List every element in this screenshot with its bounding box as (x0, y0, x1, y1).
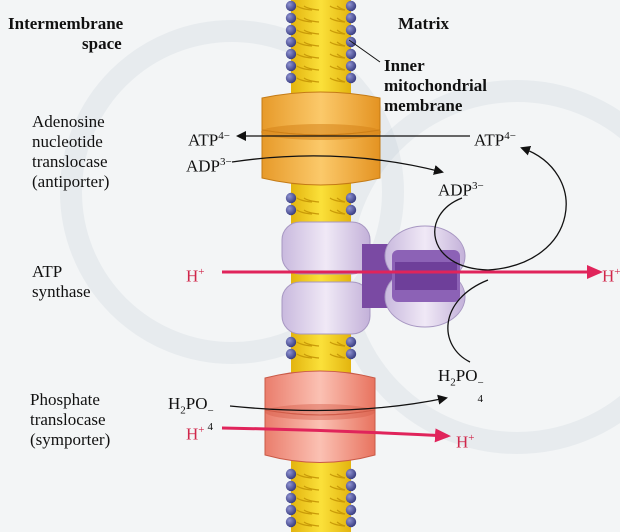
lipid-head (346, 49, 356, 59)
ant-label: Adenosine nucleotide translocase (antipo… (32, 112, 109, 192)
lipid-head (286, 73, 296, 83)
lipid-head (346, 61, 356, 71)
lipid-head (346, 517, 356, 527)
lipid-head (286, 493, 296, 503)
adp-matrix-label: ADP3− (438, 176, 484, 201)
lipid-head (286, 25, 296, 35)
lipid-head (286, 37, 296, 47)
proton-symport-intermembrane-label: H+ (186, 420, 205, 445)
lipid-head (286, 349, 296, 359)
phosphate-intermembrane-label: H2PO−4 (168, 394, 218, 420)
synthase-to-atp-arc (488, 148, 566, 270)
lipid-head (346, 193, 356, 203)
phosphate-translocase (265, 371, 375, 463)
lipid-head (346, 25, 356, 35)
lipid-head (346, 13, 356, 23)
lipid-head (346, 205, 356, 215)
lipid-head (346, 469, 356, 479)
lipid-head (346, 481, 356, 491)
lipid-head (286, 517, 296, 527)
lipid-head (286, 481, 296, 491)
lipid-head (346, 73, 356, 83)
lipid-head (286, 1, 296, 11)
proton-symport-matrix-label: H+ (456, 428, 475, 453)
lipid-head (286, 61, 296, 71)
atp-intermembrane-label: ATP4− (188, 126, 230, 151)
phosphate-matrix-label: H2PO−4 (438, 366, 488, 392)
proton-intermembrane-label: H+ (186, 262, 205, 287)
lipid-head (286, 193, 296, 203)
phosphate-translocase-label: Phosphate translocase (symporter) (30, 390, 110, 450)
adp-intermembrane-label: ADP3− (186, 152, 232, 177)
lipid-head (286, 13, 296, 23)
lipid-head (286, 337, 296, 347)
lipid-head (286, 505, 296, 515)
proton-matrix-label: H+ (602, 262, 620, 287)
matrix-label: Matrix (398, 14, 449, 34)
intermembrane-space-label: Intermembrane space (8, 14, 123, 54)
atp-synthase-label: ATP synthase (32, 262, 91, 302)
lipid-head (286, 469, 296, 479)
atp-matrix-label: ATP4− (474, 126, 516, 151)
lipid-head (346, 505, 356, 515)
lipid-head (346, 1, 356, 11)
lipid-head (286, 49, 296, 59)
lipid-head (286, 205, 296, 215)
adenosine-nucleotide-translocase (261, 92, 381, 185)
lipid-head (346, 349, 356, 359)
lipid-head (346, 337, 356, 347)
inner-membrane-label: Inner mitochondrial membrane (384, 56, 487, 116)
lipid-head (346, 493, 356, 503)
